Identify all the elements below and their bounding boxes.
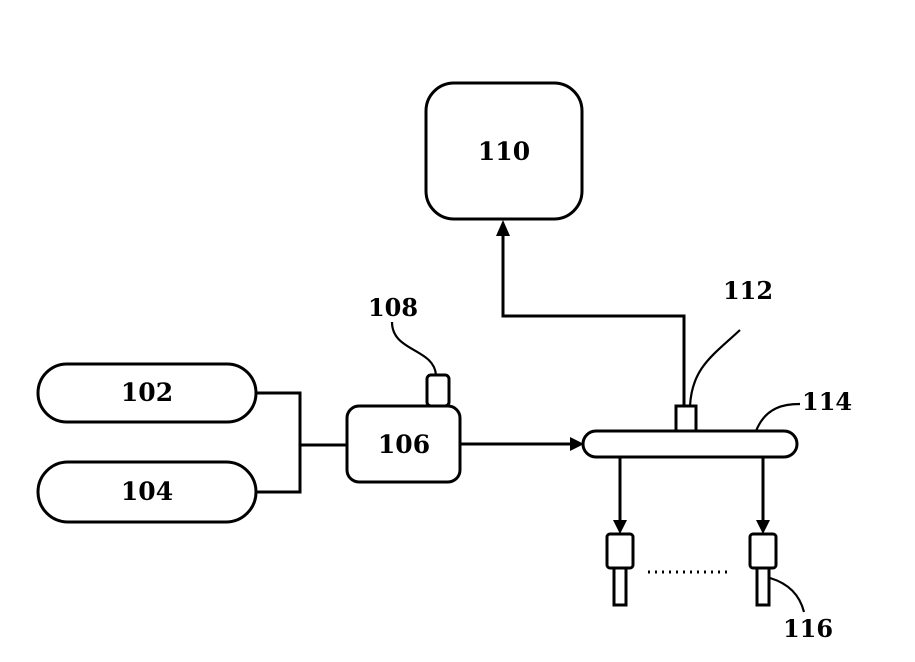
label-110: 110 bbox=[478, 137, 530, 166]
sensor-112 bbox=[676, 406, 696, 431]
label-108: 108 bbox=[368, 293, 418, 322]
injector-right-nozzle bbox=[757, 568, 769, 605]
label-112: 112 bbox=[723, 276, 773, 305]
leader-108 bbox=[392, 322, 436, 375]
leader-116 bbox=[770, 578, 804, 612]
injector-left-body bbox=[607, 534, 633, 568]
connector-112-110 bbox=[503, 234, 684, 406]
arrow-head-injector-left bbox=[613, 520, 627, 534]
label-104: 104 bbox=[121, 477, 173, 506]
leader-112 bbox=[690, 330, 740, 406]
arrow-head-injector-right bbox=[756, 520, 770, 534]
label-106: 106 bbox=[378, 430, 430, 459]
label-116: 116 bbox=[783, 614, 833, 643]
arrow-head-110 bbox=[496, 220, 510, 236]
connector-102 bbox=[256, 393, 300, 492]
label-114: 114 bbox=[802, 387, 852, 416]
label-102: 102 bbox=[121, 378, 173, 407]
rail-114 bbox=[583, 431, 797, 457]
injector-right-body bbox=[750, 534, 776, 568]
sensor-108 bbox=[427, 375, 449, 406]
injector-left-nozzle bbox=[614, 568, 626, 605]
leader-114 bbox=[756, 404, 800, 431]
